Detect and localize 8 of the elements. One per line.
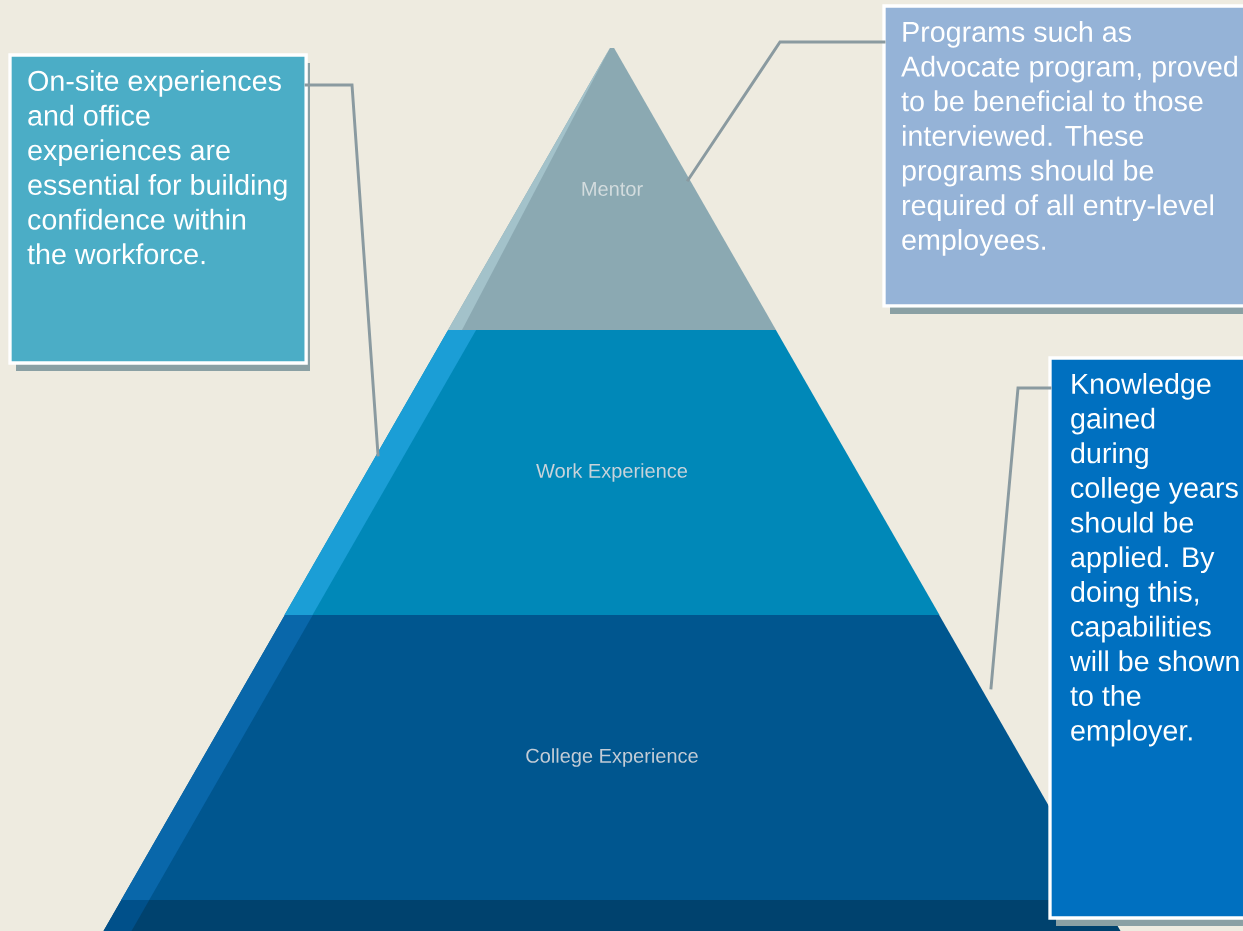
leader-line xyxy=(686,40,886,182)
callout-box: Programs such as Advocate program, proved to be beneficial to those interviewed. These programs should be required of all entry-level employees. xyxy=(882,4,1243,314)
pyramid-tier: Mentor xyxy=(448,48,776,330)
leader-line xyxy=(989,386,1052,690)
callout-box: Knowledge gained during college years should be applied. By doing this, capabilities will be shown to the employer. xyxy=(1048,356,1243,926)
pyramid-tier: Work Experience xyxy=(284,330,940,615)
leader-line xyxy=(304,83,380,457)
callout-box: On-site experiences and office experiences are essential for building confidence within the workforce. xyxy=(8,53,310,371)
